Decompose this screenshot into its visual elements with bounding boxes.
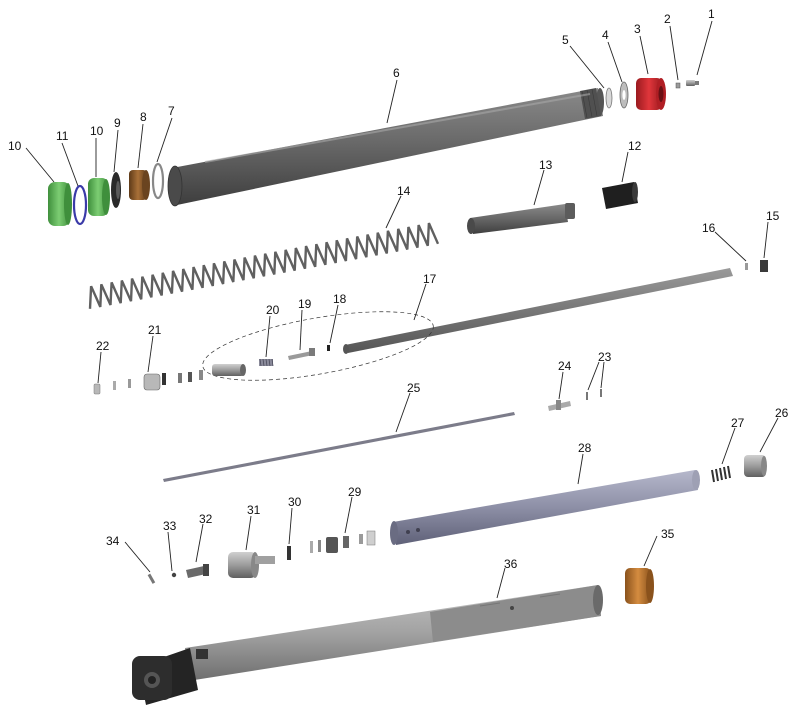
callout-4: 4 xyxy=(602,28,609,42)
callout-8: 8 xyxy=(140,110,147,124)
part-27-spring xyxy=(711,465,731,483)
callout-1: 1 xyxy=(708,7,715,21)
callout-32: 32 xyxy=(199,512,213,526)
callout-9: 9 xyxy=(114,116,121,130)
part-12-sleeve xyxy=(602,182,638,209)
part-31-base-valve xyxy=(228,552,275,578)
callout-2: 2 xyxy=(664,12,671,26)
part-35-bushing xyxy=(625,568,654,604)
part-19-needle xyxy=(288,348,315,360)
part-22-washer xyxy=(93,383,101,395)
callout-22: 22 xyxy=(96,339,110,353)
callout-17: 17 xyxy=(423,272,437,286)
part-3-red-top-cap xyxy=(636,78,666,110)
callout-5: 5 xyxy=(562,33,569,47)
part-18-pin xyxy=(327,345,330,351)
callout-31: 31 xyxy=(247,503,261,517)
part-36-lower-leg xyxy=(132,585,603,705)
part-24-valve xyxy=(548,400,571,411)
part-5-ring xyxy=(605,87,613,109)
callout-36: 36 xyxy=(504,557,518,571)
callout-14: 14 xyxy=(397,184,411,198)
callout-29: 29 xyxy=(348,485,362,499)
callout-28: 28 xyxy=(578,441,592,455)
callout-10b: 10 xyxy=(90,124,104,138)
part-32-adjuster xyxy=(186,564,209,578)
part-26-cap xyxy=(744,455,767,477)
callout-35: 35 xyxy=(661,527,675,541)
callout-18: 18 xyxy=(333,292,347,306)
part-9-washer xyxy=(111,172,121,208)
callout-26: 26 xyxy=(775,406,789,420)
part-2-pin xyxy=(675,82,681,89)
part-4-washer xyxy=(619,81,629,109)
callout-19: 19 xyxy=(298,297,312,311)
callout-20: 20 xyxy=(266,303,280,317)
part-14-spring xyxy=(88,222,440,309)
callout-10a: 10 xyxy=(8,139,22,153)
part-1-screw xyxy=(686,80,699,86)
callout-layer: 1 2 3 4 5 6 7 8 9 10 11 10 12 xyxy=(8,7,789,599)
callout-27: 27 xyxy=(731,416,745,430)
part-30-shim xyxy=(287,546,291,560)
callout-11: 11 xyxy=(56,129,69,143)
callout-12: 12 xyxy=(628,139,642,153)
part-21-piston-group xyxy=(113,364,246,391)
part-34-detent xyxy=(147,573,156,584)
callout-3: 3 xyxy=(634,22,641,36)
part-20-small-spring xyxy=(259,358,274,367)
callout-34: 34 xyxy=(106,534,120,548)
part-6-upper-tube xyxy=(167,88,604,207)
part-33-ball xyxy=(171,572,177,578)
callout-33: 33 xyxy=(163,519,177,533)
callout-25: 25 xyxy=(407,381,421,395)
part-17-rod xyxy=(343,268,733,354)
part-29-stack xyxy=(310,530,376,553)
callout-15: 15 xyxy=(766,209,780,223)
callout-30: 30 xyxy=(288,495,302,509)
callout-7: 7 xyxy=(168,104,175,118)
part-7-clip xyxy=(151,162,165,200)
part-15-nut xyxy=(760,260,768,272)
assembly-outline xyxy=(202,311,434,381)
part-10-seal-a xyxy=(48,182,72,226)
part-16-pin xyxy=(745,263,748,270)
part-28-damper-tube xyxy=(390,470,700,545)
part-23-pins xyxy=(586,389,602,400)
part-8-bushing xyxy=(129,170,150,200)
callout-16: 16 xyxy=(702,221,716,235)
part-25-thin-rod xyxy=(163,412,515,482)
callout-6: 6 xyxy=(393,66,400,80)
callout-21: 21 xyxy=(148,323,162,337)
callout-13: 13 xyxy=(539,158,553,172)
callout-23: 23 xyxy=(598,350,612,364)
part-13-cartridge xyxy=(467,203,575,234)
callout-24: 24 xyxy=(558,359,572,373)
part-10-seal-b xyxy=(88,178,110,216)
part-11-oring xyxy=(72,184,88,226)
